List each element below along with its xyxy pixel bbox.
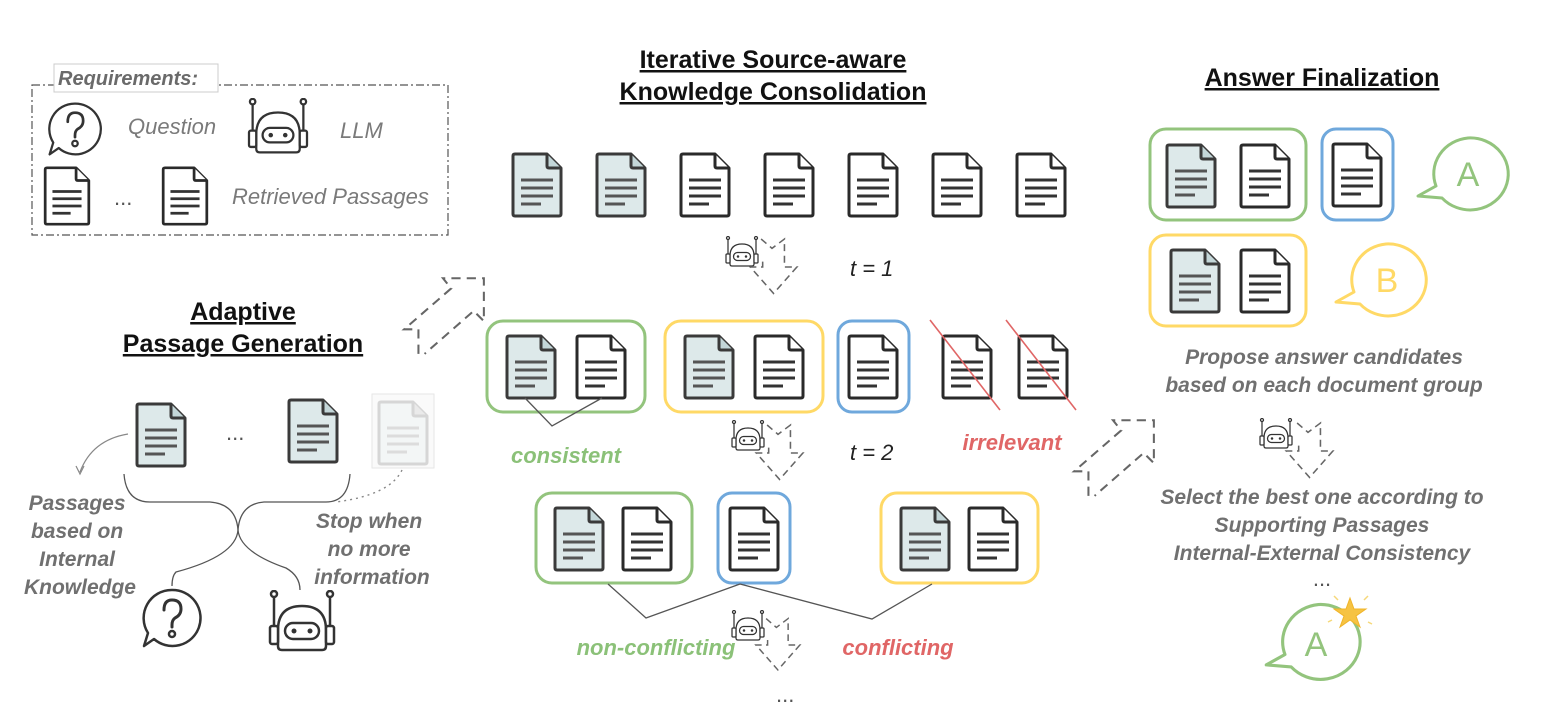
conflict-connector (739, 583, 933, 620)
external-passage-icon (575, 334, 627, 400)
curve-arrow (79, 433, 129, 473)
requirements-border (31, 84, 449, 236)
step-2-label: t = 2 (850, 440, 893, 465)
requirements-legend: Requirements: Question LLM ... Retrieved… (31, 63, 449, 236)
group-box-blue (716, 491, 792, 585)
more-iterations-ellipsis: ... (776, 682, 794, 707)
external-passage-icon (763, 152, 815, 218)
faded-passage-icon (377, 400, 429, 466)
external-passage-icon (847, 152, 899, 218)
adaptive-title-line1: Adaptive (190, 298, 296, 326)
step-arrow-icon (749, 238, 798, 295)
stop-condition-note: Stop when no more information (314, 510, 430, 589)
consolidation-title-line2: Knowledge Consolidation (620, 78, 927, 106)
passages-legend-label: Retrieved Passages (232, 184, 429, 209)
internal-passage-icon (595, 152, 647, 218)
robot-icon (731, 420, 765, 451)
external-passage-icon (728, 506, 780, 572)
question-icon (47, 102, 103, 156)
iterative-consolidation: Iterative Source-aware Knowledge Consoli… (485, 46, 1077, 707)
strike-line (929, 319, 1001, 411)
non-conflicting-label: non-conflicting (577, 635, 736, 660)
internal-knowledge-note: Passages based on Internal Knowledge (24, 492, 136, 599)
candidate-b-label: B (1376, 262, 1399, 300)
generated-ellipsis: ... (226, 420, 244, 445)
step-arrow-icon (1285, 422, 1334, 479)
candidate-a-label: A (1457, 156, 1480, 194)
select-line-3: Internal-External Consistency (1174, 542, 1472, 565)
select-line-1: Select the best one according to (1160, 486, 1483, 509)
robot-icon (725, 236, 759, 267)
external-passage-icon (1331, 142, 1383, 208)
robot-icon (247, 98, 309, 154)
group-box-blue (1320, 127, 1395, 222)
internal-passage-icon (505, 334, 557, 400)
finalization-title: Answer Finalization (1205, 64, 1440, 92)
requirements-header: Requirements: (58, 68, 198, 90)
conflicting-label: conflicting (842, 635, 954, 660)
group-box-green (534, 491, 694, 585)
requirements-header-box (53, 63, 219, 93)
dotted-connector (335, 469, 403, 503)
generated-passage-icon (135, 402, 187, 468)
robot-icon (268, 590, 336, 652)
internal-passage-icon (511, 152, 563, 218)
select-ellipsis: ... (1313, 566, 1331, 591)
select-line-2: Supporting Passages (1215, 514, 1430, 537)
adaptive-title-line2: Passage Generation (123, 330, 363, 358)
robot-icon (1259, 418, 1293, 449)
external-passage-icon (847, 334, 899, 400)
flow-arrow-icon (403, 277, 485, 355)
internal-passage-icon (899, 506, 951, 572)
consistency-connector (524, 397, 603, 427)
llm-legend-label: LLM (340, 118, 383, 143)
arrowhead-icon (75, 465, 85, 476)
internal-passage-icon (683, 334, 735, 400)
external-passage-icon (1239, 143, 1291, 209)
irrelevant-label: irrelevant (962, 430, 1063, 455)
propose-line-1: Propose answer candidates (1185, 346, 1463, 369)
external-passage-icon (753, 334, 805, 400)
final-answer-label: A (1305, 626, 1328, 664)
flow-arrow-icon (1073, 419, 1155, 497)
external-passage-icon (621, 506, 673, 572)
group-box-yellow (663, 319, 825, 414)
adaptive-passage-generation: Adaptive Passage Generation ... Passages… (24, 298, 435, 652)
question-legend-label: Question (128, 114, 216, 139)
internal-passage-icon (1169, 248, 1221, 314)
group-box-yellow (879, 491, 1040, 585)
non-conflict-connector (607, 583, 741, 619)
step-1-label: t = 1 (850, 256, 893, 281)
consolidation-title-line1: Iterative Source-aware (640, 46, 907, 74)
external-passage-icon (1015, 152, 1067, 218)
external-passage-icon (1239, 248, 1291, 314)
external-passage-icon (931, 152, 983, 218)
star-icon (1327, 595, 1373, 629)
passages-ellipsis: ... (114, 185, 132, 210)
brace-curve-left (123, 473, 239, 587)
brace-curve-right (237, 473, 351, 591)
robot-icon (731, 610, 765, 641)
document-icon (43, 166, 91, 226)
strike-line (1005, 319, 1077, 411)
internal-passage-icon (1165, 143, 1217, 209)
internal-passage-icon (553, 506, 605, 572)
external-passage-icon (679, 152, 731, 218)
question-icon (142, 588, 203, 648)
consistent-label: consistent (511, 443, 623, 468)
group-box-blue (836, 319, 911, 414)
propose-line-2: based on each document group (1165, 374, 1483, 397)
document-icon (161, 166, 209, 226)
answer-finalization: Answer Finalization A B Propose answer c… (1148, 64, 1510, 681)
group-box-green (485, 319, 647, 414)
group-box-green (1148, 127, 1308, 222)
group-box-yellow (1148, 233, 1308, 328)
step-arrow-icon (755, 424, 804, 481)
generated-passage-icon (287, 398, 339, 464)
external-passage-icon (967, 506, 1019, 572)
initial-passages-row (511, 152, 1067, 218)
